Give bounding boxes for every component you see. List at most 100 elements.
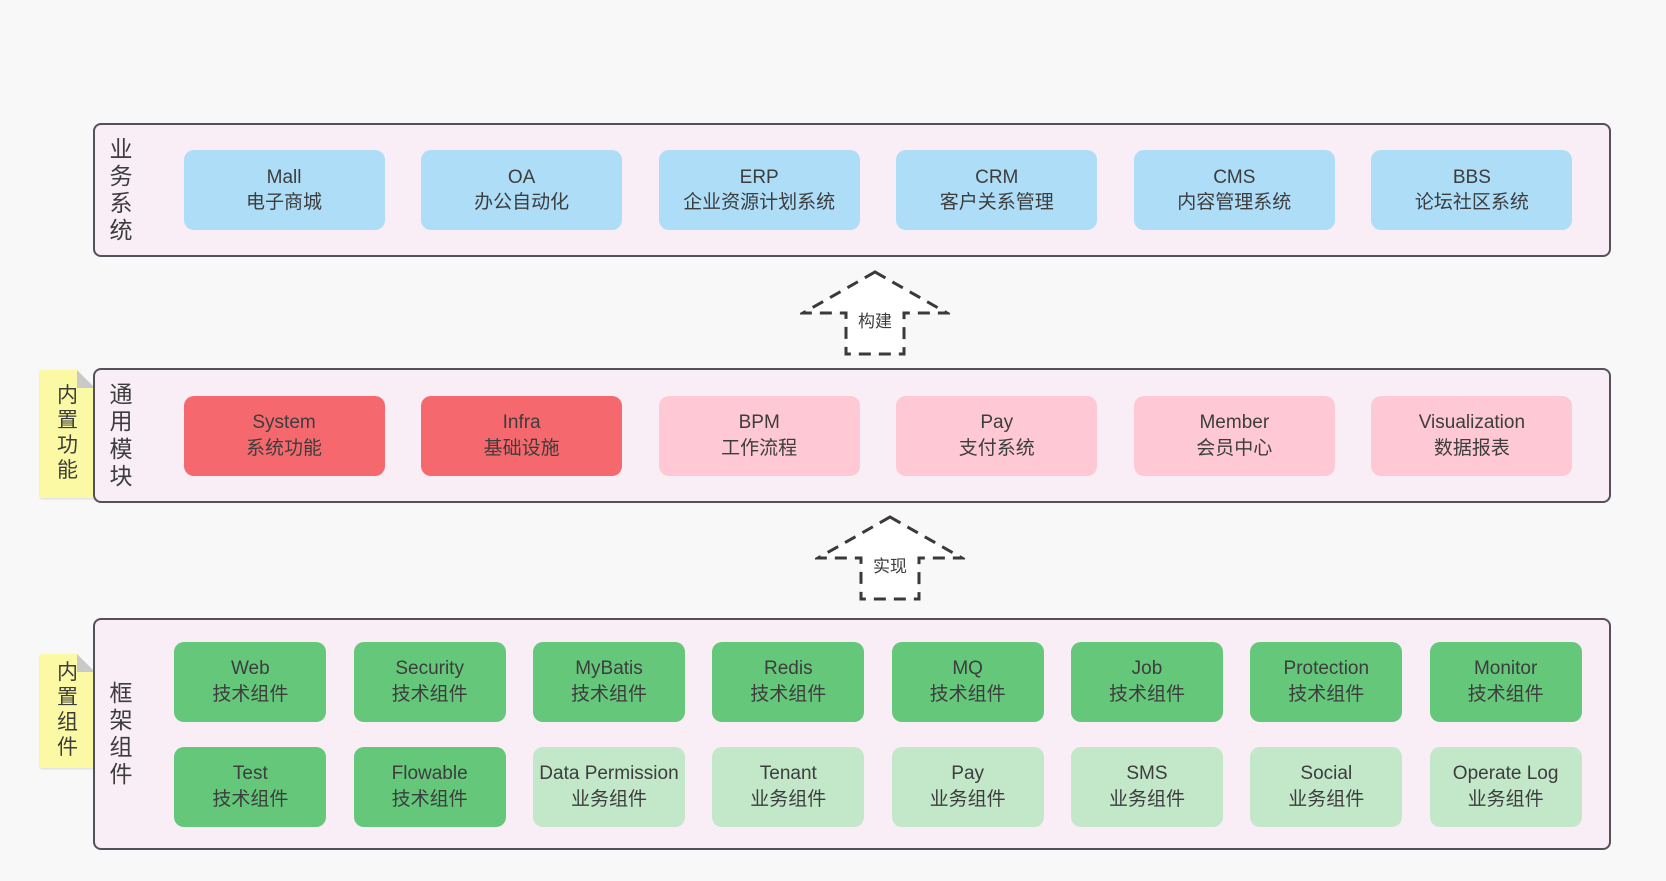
box-label-en: Web <box>230 658 270 680</box>
box-label-en: Protection <box>1283 658 1370 680</box>
builtin-components-note: 内置组件 <box>40 654 95 768</box>
box-label-zh: 基础设施 <box>483 437 560 459</box>
box-job: Job 技术组件 <box>1070 641 1223 722</box>
box-label-en: Redis <box>764 658 813 680</box>
box-label-en: Tenant <box>759 763 817 785</box>
box-pay: Pay 支付系统 <box>896 395 1098 476</box>
box-label-zh: 业务组件 <box>1288 788 1365 810</box>
box-social: Social 业务组件 <box>1250 746 1403 827</box>
box-label-en: CRM <box>975 166 1019 188</box>
box-label-zh: 业务组件 <box>929 788 1006 810</box>
box-label-en: Monitor <box>1473 658 1538 680</box>
box-label-zh: 工作流程 <box>721 437 798 459</box>
box-label-zh: 企业资源计划系统 <box>683 192 836 213</box>
box-infra: Infra 基础设施 <box>421 395 623 476</box>
box-bpm: BPM 工作流程 <box>658 395 860 476</box>
builtin-components-note-label: 内置组件 <box>57 661 78 759</box>
box-label-en: Mall <box>266 166 302 188</box>
box-oa: OA 办公自动化 <box>421 150 623 230</box>
common-modules-label: 通用模块 <box>109 381 133 489</box>
box-security: Security 技术组件 <box>353 641 506 722</box>
box-label-zh: 技术组件 <box>570 683 647 705</box>
box-redis: Redis 技术组件 <box>712 641 865 722</box>
box-label-zh: 内容管理系统 <box>1177 192 1292 213</box>
box-cms: CMS 内容管理系统 <box>1133 150 1335 230</box>
build-arrow-label: 构建 <box>855 306 895 333</box>
box-label-zh: 数据报表 <box>1433 437 1510 459</box>
box-mybatis: MyBatis 技术组件 <box>532 641 685 722</box>
framework-row-1: Web 技术组件 Security 技术组件 MyBatis 技术组件 Redi… <box>147 641 1609 722</box>
box-member: Member 会员中心 <box>1133 395 1335 476</box>
box-label-zh: 电子商城 <box>246 192 323 213</box>
box-erp: ERP 企业资源计划系统 <box>658 150 860 230</box>
builtin-features-note: 内置功能 <box>40 370 95 498</box>
box-label-zh: 业务组件 <box>570 788 647 810</box>
box-label-zh: 办公自动化 <box>474 192 570 213</box>
box-label-zh: 会员中心 <box>1196 437 1273 459</box>
framework-row-2: Test 技术组件 Flowable 技术组件 Data Permission … <box>147 746 1609 827</box>
box-test: Test 技术组件 <box>174 746 327 827</box>
box-label-zh: 客户关系管理 <box>939 192 1054 213</box>
box-label-en: MQ <box>952 658 983 680</box>
framework-components-panel: 框架组件 Web 技术组件 Security 技术组件 MyBatis 技术组件… <box>93 618 1611 850</box>
box-label-en: BPM <box>738 412 780 434</box>
box-label-zh: 系统功能 <box>246 437 323 459</box>
builtin-features-note-label: 内置功能 <box>57 384 78 482</box>
box-label-en: Data Permission <box>539 763 679 785</box>
panel-label-container: 业务系统 <box>95 136 147 245</box>
box-pay-component: Pay 业务组件 <box>891 746 1044 827</box>
box-label-zh: 业务组件 <box>1467 788 1544 810</box>
box-label-zh: 技术组件 <box>212 788 289 810</box>
box-label-zh: 技术组件 <box>212 683 289 705</box>
box-label-zh: 技术组件 <box>929 683 1006 705</box>
box-label-zh: 业务组件 <box>750 788 827 810</box>
box-label-en: Pay <box>951 763 985 785</box>
box-bbs: BBS 论坛社区系统 <box>1371 150 1573 230</box>
box-crm: CRM 客户关系管理 <box>896 150 1098 230</box>
box-label-en: Security <box>395 658 464 680</box>
implement-arrow-label: 实现 <box>870 551 910 578</box>
box-label-en: System <box>252 412 316 434</box>
panel-label-container: 框架组件 <box>95 680 147 789</box>
box-web: Web 技术组件 <box>174 641 327 722</box>
box-flowable: Flowable 技术组件 <box>353 746 506 827</box>
box-label-en: MyBatis <box>575 658 643 680</box>
box-sms: SMS 业务组件 <box>1070 746 1223 827</box>
box-protection: Protection 技术组件 <box>1250 641 1403 722</box>
box-label-en: OA <box>507 166 536 188</box>
box-label-en: CMS <box>1213 166 1256 188</box>
box-label-en: ERP <box>739 166 779 188</box>
box-operate-log: Operate Log 业务组件 <box>1429 746 1582 827</box>
framework-components-label: 框架组件 <box>109 679 133 788</box>
box-visualization: Visualization 数据报表 <box>1371 395 1573 476</box>
box-label-en: SMS <box>1126 763 1168 785</box>
box-label-zh: 支付系统 <box>958 437 1035 459</box>
box-label-en: Member <box>1199 412 1270 434</box>
box-monitor: Monitor 技术组件 <box>1429 641 1582 722</box>
box-label-zh: 技术组件 <box>391 788 468 810</box>
box-label-zh: 业务组件 <box>1108 788 1185 810</box>
box-label-en: Operate Log <box>1452 763 1559 785</box>
box-mall: Mall 电子商城 <box>183 150 385 230</box>
business-systems-panel: 业务系统 Mall 电子商城 OA 办公自动化 ERP 企业资源计划系统 CRM… <box>93 123 1611 257</box>
box-label-en: Visualization <box>1418 412 1526 434</box>
box-tenant: Tenant 业务组件 <box>712 746 865 827</box>
common-modules-panel: 通用模块 System 系统功能 Infra 基础设施 BPM 工作流程 Pay… <box>93 368 1611 503</box>
box-label-zh: 技术组件 <box>1288 683 1365 705</box>
box-system: System 系统功能 <box>183 395 385 476</box>
box-label-zh: 论坛社区系统 <box>1414 192 1529 213</box>
box-label-zh: 技术组件 <box>750 683 827 705</box>
build-arrow: 构建 <box>800 269 950 357</box>
framework-rows: Web 技术组件 Security 技术组件 MyBatis 技术组件 Redi… <box>147 641 1609 827</box>
box-label-en: BBS <box>1452 166 1491 188</box>
box-mq: MQ 技术组件 <box>891 641 1044 722</box>
box-label-en: Test <box>232 763 268 785</box>
panel-label-container: 通用模块 <box>95 381 147 490</box>
box-label-en: Pay <box>980 412 1014 434</box>
business-boxes-row: Mall 电子商城 OA 办公自动化 ERP 企业资源计划系统 CRM 客户关系… <box>147 150 1609 230</box>
business-systems-label: 业务系统 <box>109 135 133 244</box>
box-label-zh: 技术组件 <box>1108 683 1185 705</box>
box-label-zh: 技术组件 <box>391 683 468 705</box>
box-label-zh: 技术组件 <box>1467 683 1544 705</box>
